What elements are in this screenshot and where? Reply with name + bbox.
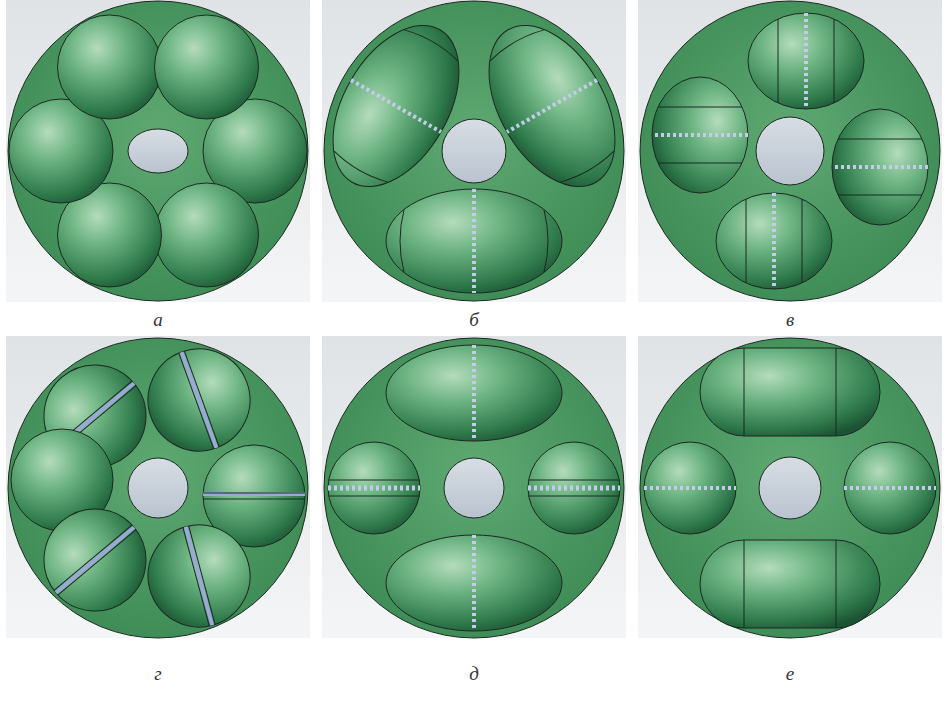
panel-letter: а (153, 310, 163, 329)
panel-letter: в (786, 310, 794, 329)
panel-letter: б (469, 310, 479, 329)
panel-letter: е (786, 664, 794, 683)
panel-letter: г (154, 664, 161, 683)
panel-letter: д (469, 664, 479, 683)
